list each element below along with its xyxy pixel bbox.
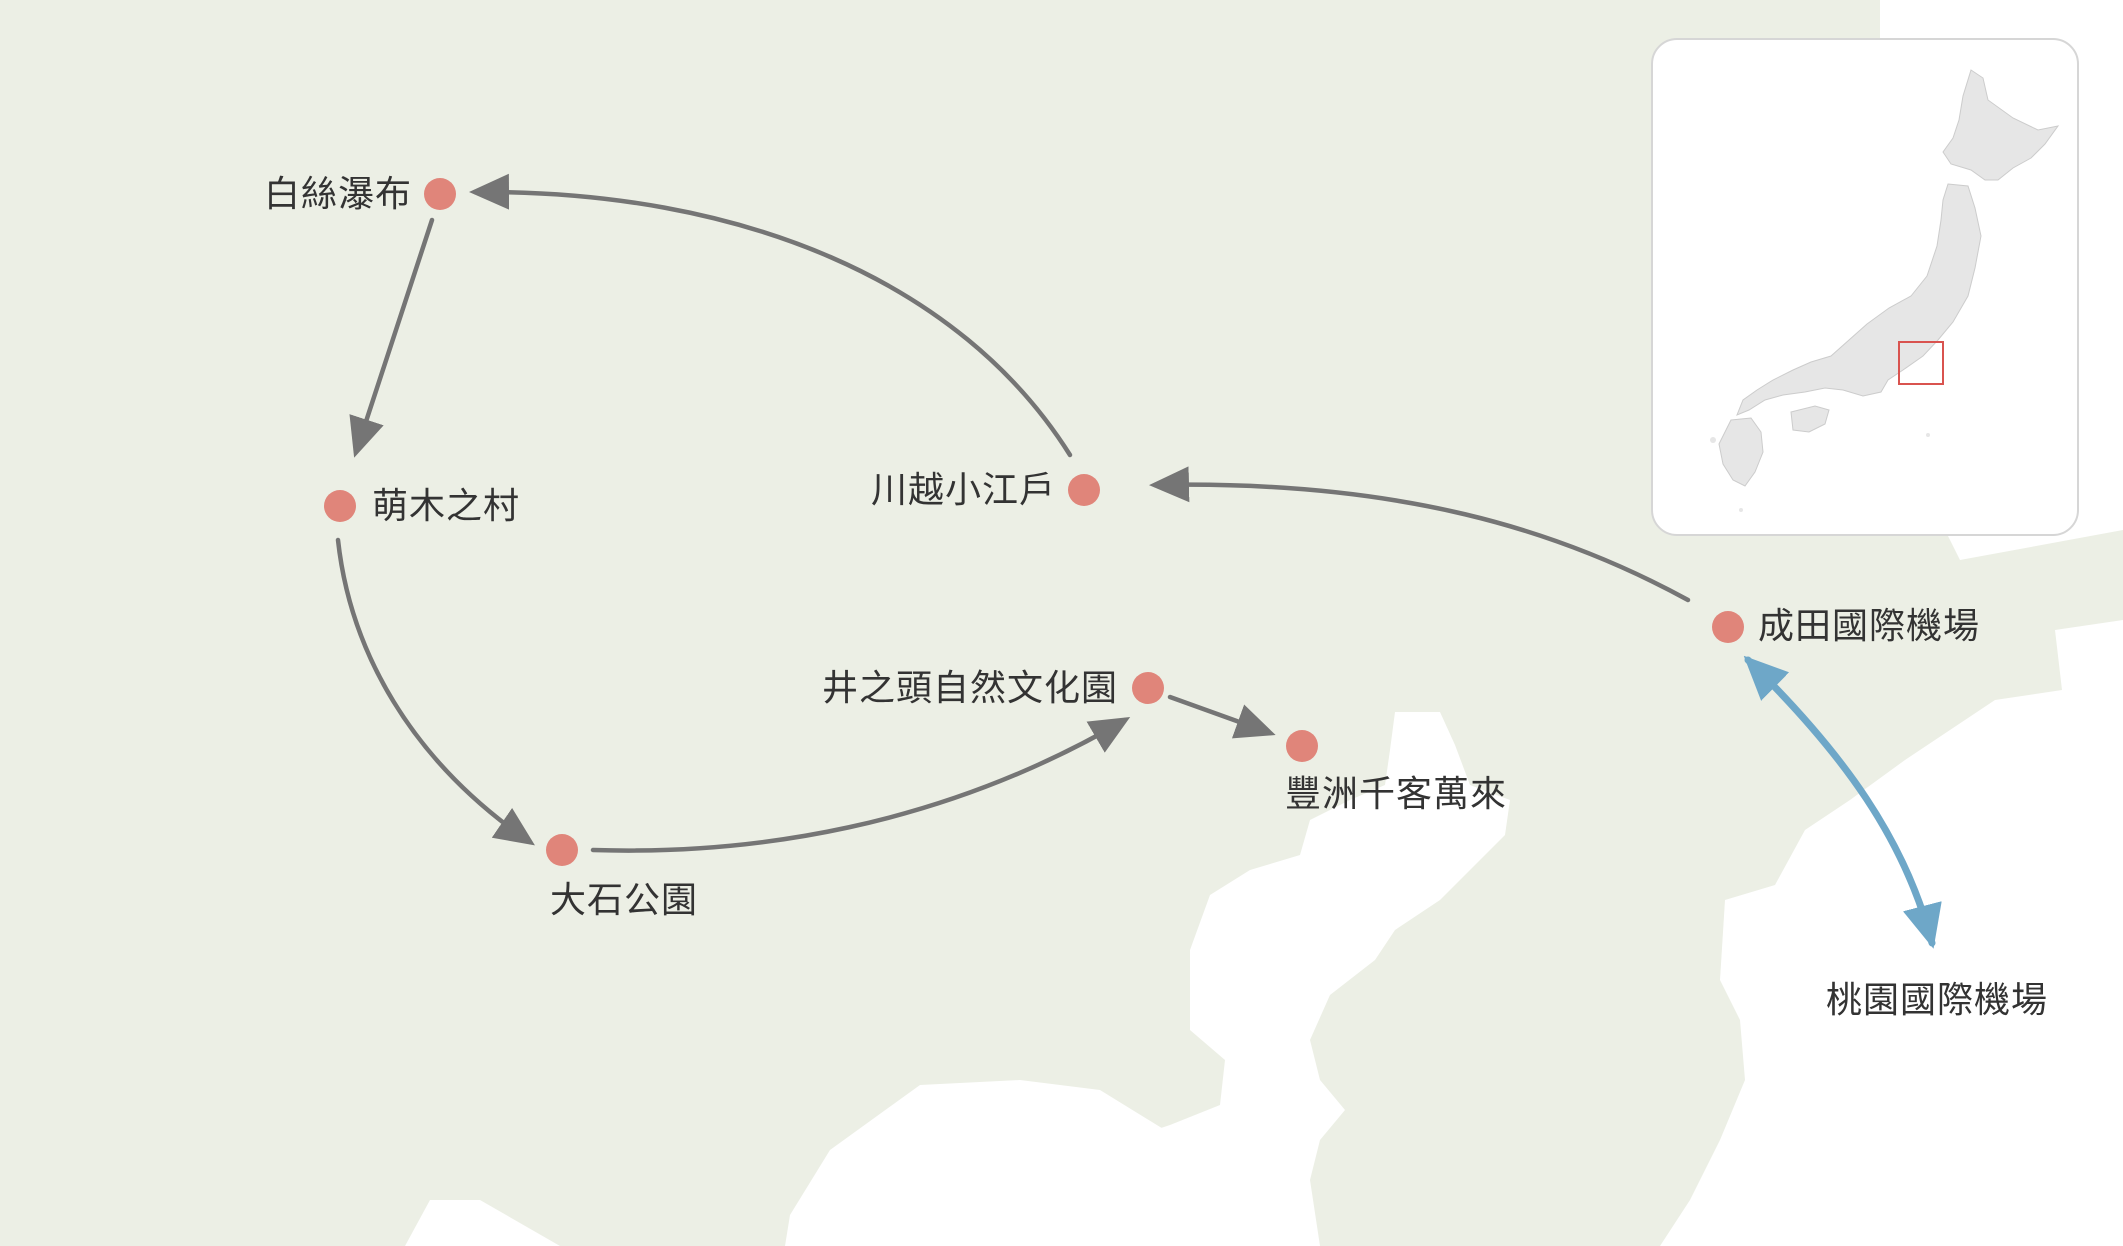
label-oishi-park: 大石公園 (550, 880, 698, 921)
inset-japan-map (1710, 69, 2060, 512)
label-shiraito-falls: 白絲瀑布 (264, 174, 412, 215)
label-narita-airport: 成田國際機場 (1758, 606, 1980, 647)
route-kawagoe-to-shiraito (469, 173, 1073, 458)
route-shiraito-to-moegi (349, 217, 435, 458)
label-toyosu-senkyaku-banrai: 豐洲千客萬來 (1285, 774, 1507, 815)
inset-overview-map (1651, 38, 2079, 536)
inset-land-shikoku (1790, 405, 1830, 433)
place-markers (324, 178, 1744, 866)
label-moegi-village: 萌木之村 (372, 486, 520, 527)
route-moegi-to-oishi (335, 537, 535, 846)
water-southwest (405, 1200, 560, 1246)
inset-land-hokkaido (1942, 69, 2060, 181)
marker-kawagoe[interactable] (1068, 474, 1100, 506)
water-tokyo-bay (1045, 712, 1510, 1246)
place-labels: 白絲瀑布 萌木之村 大石公園 井之頭自然文化園 豐洲千客萬來 川越小江戶 成田國… (264, 174, 2048, 1021)
ground-routes (335, 173, 1691, 853)
inset-land-kyushu (1718, 417, 1764, 487)
inset-island (1739, 508, 1743, 512)
water-sagami-bay (785, 1080, 1180, 1246)
marker-shiraito-falls[interactable] (424, 178, 456, 210)
label-taoyuan-airport: 桃園國際機場 (1826, 980, 2048, 1021)
inset-island (1926, 433, 1930, 437)
inset-highlight-region (1898, 341, 1944, 385)
route-oishi-to-inokashira (590, 716, 1131, 853)
marker-oishi-park[interactable] (546, 834, 578, 866)
label-kawagoe: 川越小江戶 (871, 470, 1056, 511)
marker-toyosu-senkyaku-banrai[interactable] (1286, 730, 1318, 762)
inset-island (1710, 437, 1716, 443)
inset-land-honshu (1736, 183, 1982, 416)
route-narita-to-kawagoe (1149, 466, 1691, 603)
route-inokashira-to-toyosu (1167, 694, 1276, 739)
marker-narita-airport[interactable] (1712, 611, 1744, 643)
label-inokashira-park: 井之頭自然文化園 (822, 668, 1118, 709)
marker-inokashira-park[interactable] (1132, 672, 1164, 704)
route-flight-narita-taoyuan (1743, 655, 1942, 949)
marker-moegi-village[interactable] (324, 490, 356, 522)
